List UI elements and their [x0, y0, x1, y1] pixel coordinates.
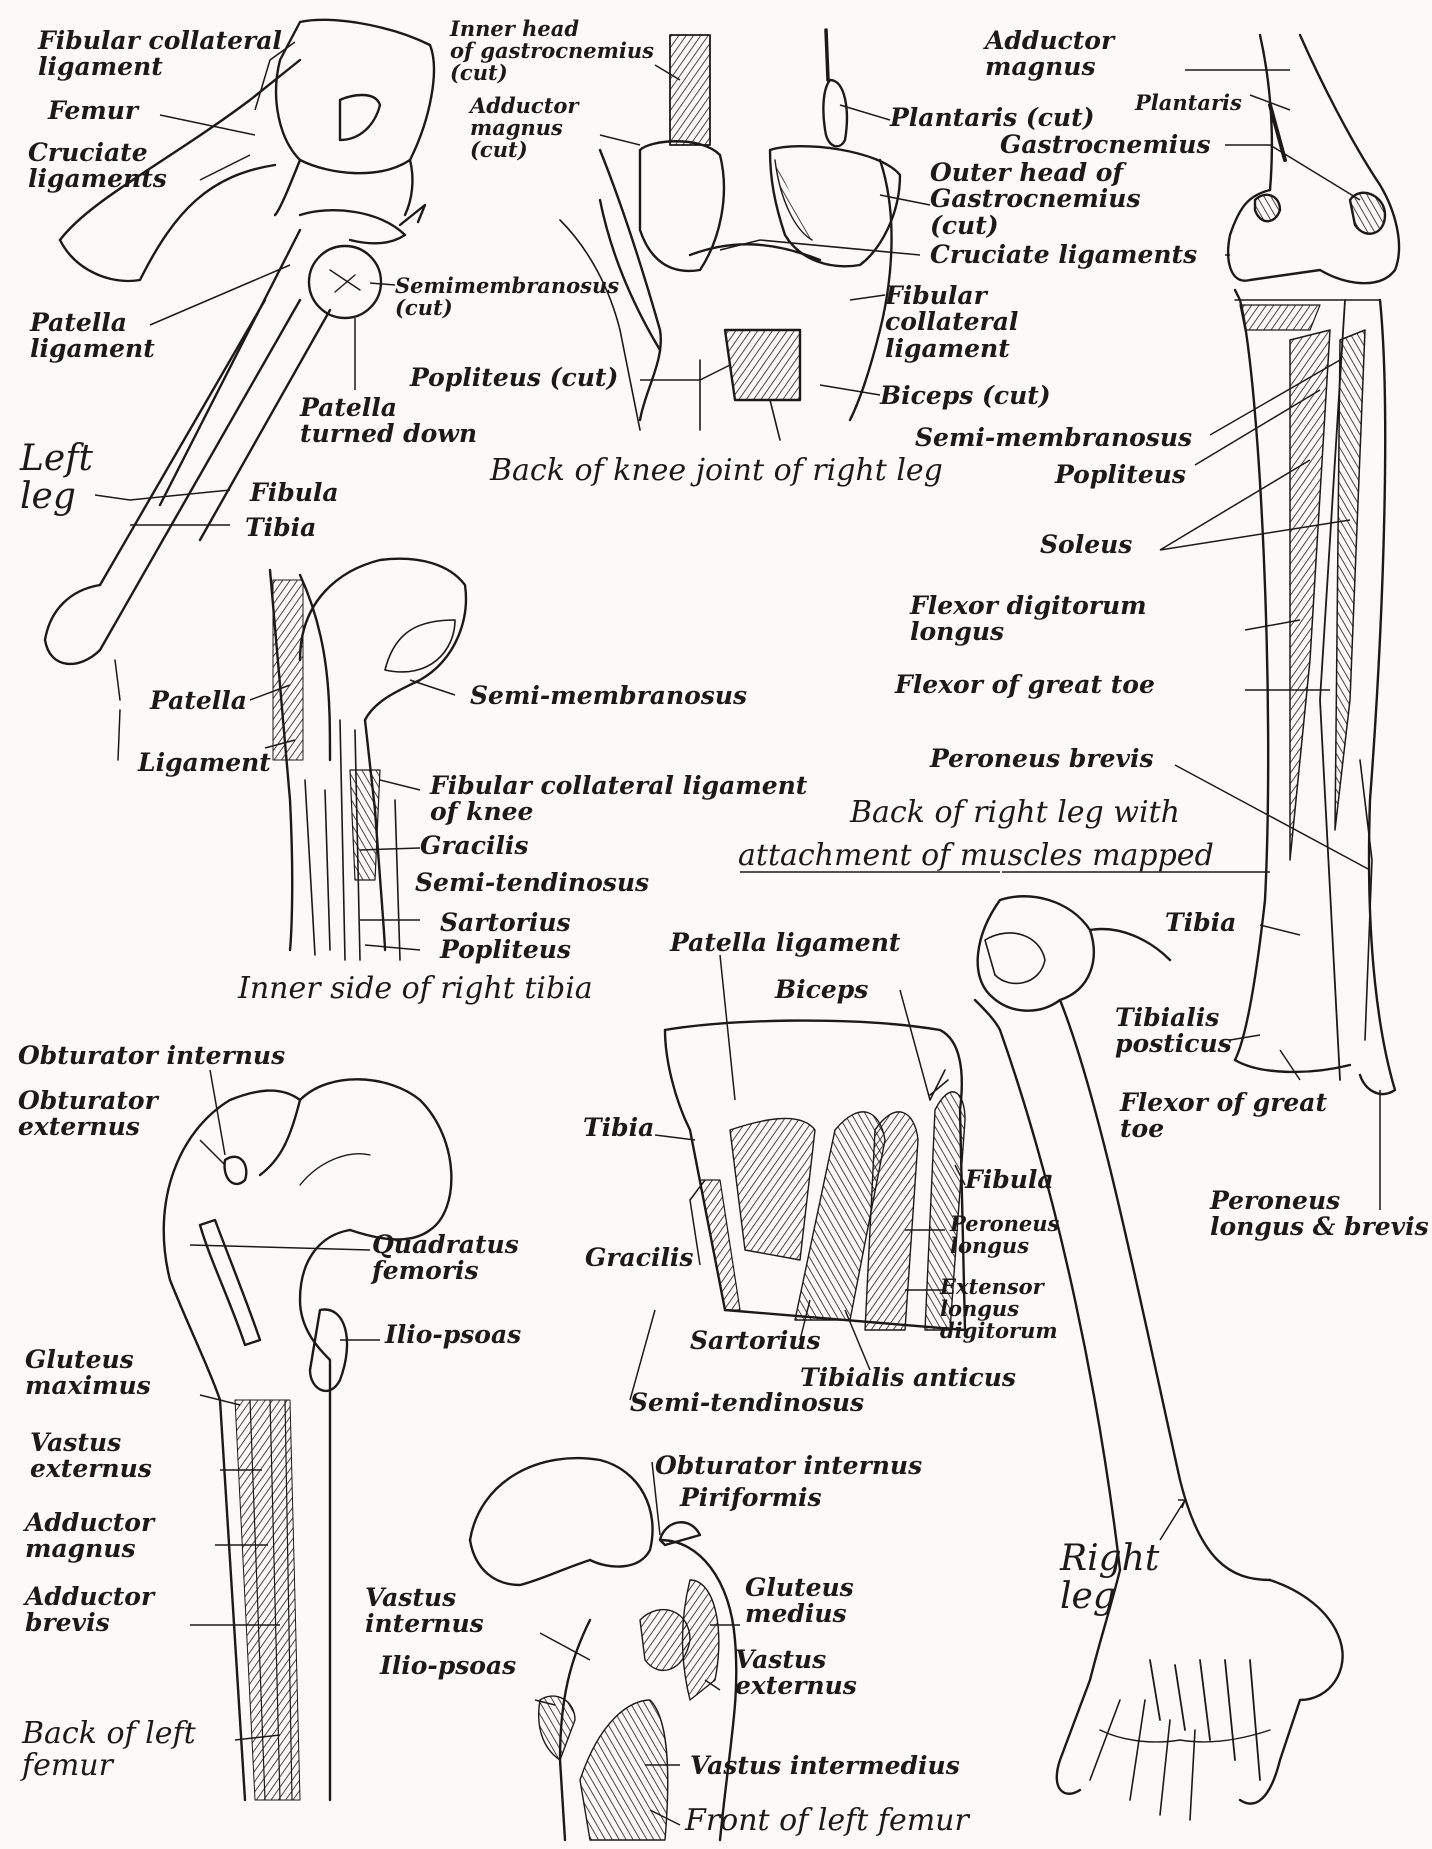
label-patella-ligament: Patella ligament — [30, 310, 155, 363]
label-gluteus-medius: Gluteus medius — [745, 1575, 854, 1628]
label-fibula-front: Fibula — [965, 1167, 1054, 1193]
label-obturator-internus-back: Obturator internus — [18, 1043, 285, 1069]
label-gluteus-maximus: Gluteus maximus — [25, 1347, 151, 1400]
caption-back-of-knee: Back of knee joint of right leg — [490, 455, 943, 487]
label-peroneus-brevis: Peroneus brevis — [930, 746, 1154, 772]
label-biceps-cut: Biceps (cut) — [880, 383, 1051, 409]
label-tibia: Tibia — [245, 515, 316, 541]
label-adductor-magnus-cut: Adductor magnus (cut) — [470, 95, 579, 161]
label-sartorius-front: Sartorius — [690, 1328, 821, 1354]
back-left-femur-drawing — [164, 1079, 452, 1800]
label-sartorius-tibia: Sartorius — [440, 910, 571, 936]
label-ilio-psoas-back: Ilio-psoas — [385, 1322, 521, 1348]
label-ilio-psoas-front: Ilio-psoas — [380, 1653, 516, 1679]
label-tibia-right: Tibia — [1165, 910, 1236, 936]
label-cruciate-ligaments-knee: Cruciate ligaments — [930, 242, 1197, 268]
label-semi-membranosus-right: Semi-membranosus — [915, 425, 1192, 451]
left-leg-drawing — [45, 20, 434, 760]
caption-back-of-right-leg-1: Back of right leg with — [850, 797, 1180, 829]
label-obturator-externus: Obturator externus — [18, 1088, 158, 1141]
label-popliteus-cut: Popliteus (cut) — [410, 365, 618, 391]
label-fibular-collateral-ligament-knee: Fibular collateral ligament of knee — [430, 773, 807, 826]
caption-inner-side-tibia: Inner side of right tibia — [238, 973, 593, 1005]
label-vastus-externus-front: Vastus externus — [735, 1647, 857, 1700]
label-extensor-longus-digitorum: Extensor longus digitorum — [940, 1276, 1058, 1342]
label-adductor-magnus-back: Adductor magnus — [25, 1510, 154, 1563]
label-plantaris: Plantaris — [1135, 92, 1242, 114]
label-gracilis-front: Gracilis — [585, 1245, 694, 1271]
label-semi-tendinosus-tibia: Semi-tendinosus — [415, 870, 649, 896]
label-popliteus-right: Popliteus — [1055, 462, 1186, 488]
label-flexor-digitorum-longus: Flexor digitorum longus — [910, 593, 1147, 646]
label-semimembranosus-cut: Semimembranosus (cut) — [395, 275, 619, 319]
caption-front-left-femur: Front of left femur — [685, 1805, 969, 1837]
caption-back-left-femur: Back of left femur — [22, 1718, 196, 1781]
label-patella: Patella — [150, 688, 247, 714]
label-piriformis: Piriformis — [680, 1485, 822, 1511]
label-femur: Femur — [48, 98, 138, 124]
label-ligament: Ligament — [138, 750, 271, 776]
front-tibia-drawing — [665, 1021, 965, 1330]
label-semi-tendinosus-front: Semi-tendinosus — [630, 1390, 864, 1416]
label-gracilis-tibia: Gracilis — [420, 833, 529, 859]
label-fibula: Fibula — [250, 480, 339, 506]
label-patella-ligament-front: Patella ligament — [670, 930, 900, 956]
label-semi-membranosus-tibia: Semi-membranosus — [470, 683, 747, 709]
label-peroneus-longus-brevis: Peroneus longus & brevis — [1210, 1188, 1429, 1241]
label-vastus-intermedius: Vastus intermedius — [690, 1753, 960, 1779]
front-left-femur-drawing — [470, 1458, 736, 1840]
label-popliteus-tibia: Popliteus — [440, 937, 571, 963]
label-gastrocnemius: Gastrocnemius — [1000, 132, 1211, 158]
label-left-leg: Left leg — [20, 440, 93, 516]
label-fibular-collateral-ligament: Fibular collateral ligament — [38, 28, 282, 81]
label-vastus-internus: Vastus internus — [365, 1585, 484, 1638]
label-cruciate-ligaments: Cruciate ligaments — [28, 140, 167, 193]
label-tibia-front: Tibia — [583, 1115, 654, 1141]
label-obturator-internus-front: Obturator internus — [655, 1453, 922, 1479]
label-soleus: Soleus — [1040, 532, 1132, 558]
label-fibular-collateral-knee: Fibular collateral ligament — [885, 283, 1018, 362]
label-flexor-of-great-toe-2: Flexor of great toe — [1120, 1090, 1327, 1143]
label-outer-head-gastrocnemius: Outer head of Gastrocnemius (cut) — [930, 160, 1141, 239]
label-adductor-magnus-right: Adductor magnus — [985, 28, 1114, 81]
label-tibialis-posticus: Tibialis posticus — [1115, 1005, 1232, 1058]
label-flexor-of-great-toe: Flexor of great toe — [895, 672, 1155, 698]
caption-back-of-right-leg-2: attachment of muscles mapped — [738, 840, 1214, 872]
label-quadratus-femoris: Quadratus femoris — [372, 1232, 519, 1285]
label-right-leg: Right leg — [1060, 1540, 1159, 1616]
label-peroneus-longus: Peroneus longus — [950, 1213, 1059, 1257]
inner-side-tibia-drawing — [270, 559, 466, 960]
back-of-right-leg-drawing — [1228, 35, 1399, 1094]
label-adductor-brevis: Adductor brevis — [25, 1584, 154, 1637]
label-plantaris-cut: Plantaris (cut) — [890, 105, 1094, 131]
label-vastus-externus-back: Vastus externus — [30, 1430, 152, 1483]
label-inner-head-gastrocnemius: Inner head of gastrocnemius (cut) — [450, 18, 654, 84]
label-patella-turned-down: Patella turned down — [300, 395, 477, 448]
label-biceps-front: Biceps — [775, 977, 868, 1003]
